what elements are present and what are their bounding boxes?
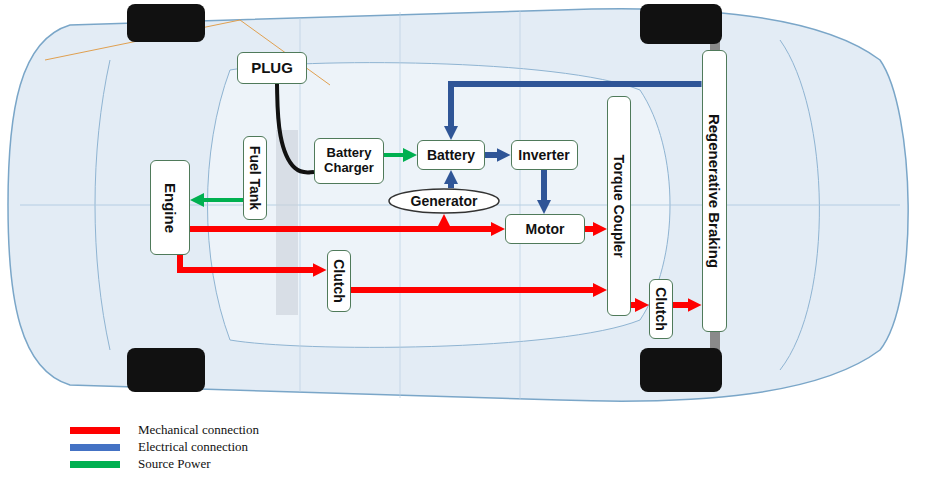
legend-label: Source Power xyxy=(138,456,211,472)
node-label: Motor xyxy=(526,221,565,237)
legend-label: Mechanical connection xyxy=(138,422,259,438)
wheel xyxy=(640,4,722,44)
legend-swatch xyxy=(70,427,120,434)
legend-swatch xyxy=(70,461,120,468)
clutch-box: Clutch xyxy=(327,250,351,312)
power-flow-arrow xyxy=(384,153,410,157)
engine-box: Engine xyxy=(150,160,190,255)
car-body xyxy=(8,9,908,401)
power-flow-arrow xyxy=(180,255,320,270)
node-label: PLUG xyxy=(251,59,293,76)
wheel xyxy=(127,4,205,42)
legend-row: Electrical connection xyxy=(70,439,248,455)
power-flow-arrow xyxy=(451,84,702,133)
node-label: Generator xyxy=(411,193,478,209)
node-label: Battery xyxy=(427,147,475,163)
charger-box: Battery Charger xyxy=(314,138,384,184)
node-label: Engine xyxy=(161,182,178,232)
power-flow-arrow xyxy=(190,221,444,229)
fuel-tank-box: Fuel Tank xyxy=(243,136,267,220)
power-flow-arrow xyxy=(448,177,454,188)
node-label: Regenerative Braking xyxy=(705,114,722,268)
legend-row: Mechanical connection xyxy=(70,422,259,438)
node-label: Clutch xyxy=(330,259,346,303)
generator-ellipse: Generator xyxy=(388,188,500,214)
plug-box: PLUG xyxy=(237,52,307,84)
motor-box: Motor xyxy=(505,214,585,244)
clutch-box: Clutch xyxy=(649,279,673,339)
power-flow-arrow xyxy=(197,198,243,202)
torque-coupler-box: Torque Coupler xyxy=(607,96,631,316)
wheel xyxy=(127,348,205,392)
node-label: Inverter xyxy=(518,147,569,163)
power-flow-arrow xyxy=(631,302,642,308)
power-flow-arrow xyxy=(351,287,601,293)
legend-label: Electrical connection xyxy=(138,439,248,455)
node-label: Fuel Tank xyxy=(247,146,263,210)
battery-box: Battery xyxy=(417,140,485,170)
wheel xyxy=(640,348,722,392)
node-label: Torque Coupler xyxy=(611,154,627,257)
legend-row: Source Power xyxy=(70,456,211,472)
power-flow-arrow xyxy=(673,302,695,308)
regen-braking-box: Regenerative Braking xyxy=(702,50,727,332)
power-flow-arrow xyxy=(585,226,600,232)
plug-cable xyxy=(277,84,314,173)
inverter-box: Inverter xyxy=(511,140,578,170)
legend-swatch xyxy=(70,444,120,451)
power-flow-arrow xyxy=(541,170,547,207)
power-flow-arrow xyxy=(485,152,504,158)
panel-lines xyxy=(300,10,520,400)
node-label: Clutch xyxy=(653,287,669,331)
node-label: Battery Charger xyxy=(320,146,378,176)
